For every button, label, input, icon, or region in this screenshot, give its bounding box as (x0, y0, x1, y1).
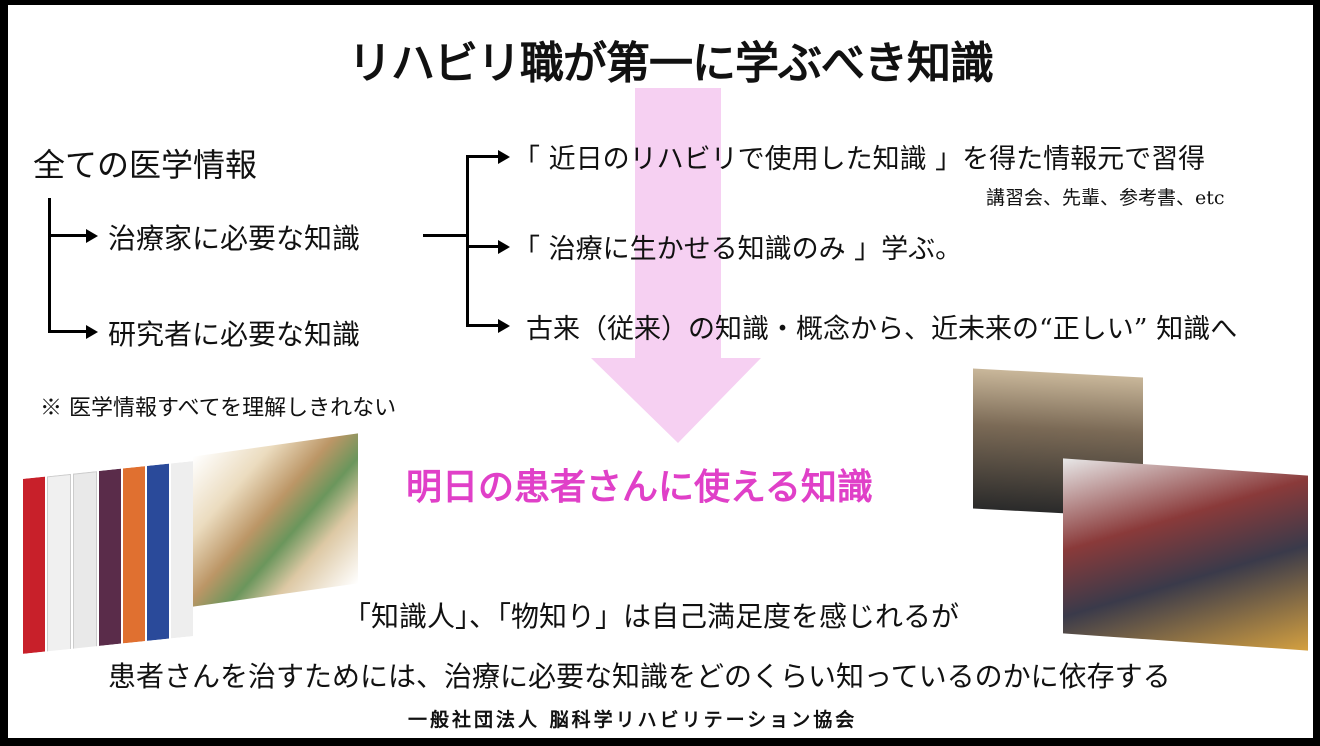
arrow-head-icon (498, 150, 510, 164)
down-arrow-icon (591, 88, 761, 443)
sources-note: 講習会、先輩、参考書、etc (986, 187, 1225, 209)
item-applicable-knowledge: 「 治療に生かせる知識のみ 」学ぶ。 (513, 234, 963, 265)
medical-books-image (23, 461, 193, 654)
seminar-audience-image (1063, 458, 1308, 651)
footer-line-1: 「知識人」、「物知り」は自己満足度を感じれるが (343, 600, 960, 633)
tree-connector (466, 155, 469, 327)
page-title: リハビリ職が第一に学ぶべき知識 (348, 38, 994, 89)
slide: リハビリ職が第一に学ぶべき知識 全ての医学情報 治療家に必要な知識 研究者に必要… (8, 5, 1313, 738)
tree-connector (466, 245, 501, 248)
tree-root: 全ての医学情報 (33, 146, 258, 184)
item-future-knowledge: 古来（従来）の知識・概念から、近未来の“正しい” 知識へ (526, 314, 1238, 345)
note: ※ 医学情報すべてを理解しきれない (40, 396, 397, 421)
arrow-head-icon (86, 229, 98, 243)
tree-connector (48, 198, 51, 333)
tree-connector (466, 324, 501, 327)
conclusion: 明日の患者さんに使える知識 (406, 466, 873, 508)
tree-connector (48, 330, 88, 333)
item-recent-knowledge: 「 近日のリハビリで使用した知識 」を得た情報元で習得 (513, 144, 1206, 175)
arrow-head-icon (498, 240, 510, 254)
footer-line-2: 患者さんを治すためには、治療に必要な知識をどのくらい知っているのかに依存する (108, 660, 1171, 693)
arrow-head-icon (86, 325, 98, 339)
tree-connector (466, 155, 501, 158)
branch-researcher: 研究者に必要な知識 (108, 318, 361, 351)
branch-therapist: 治療家に必要な知識 (108, 222, 361, 255)
book-stack-image (193, 433, 358, 607)
tree-connector (48, 234, 88, 237)
tree-connector (423, 234, 468, 237)
organization-name: 一般社団法人 脳科学リハビリテーション協会 (408, 709, 858, 731)
arrow-head-icon (498, 319, 510, 333)
